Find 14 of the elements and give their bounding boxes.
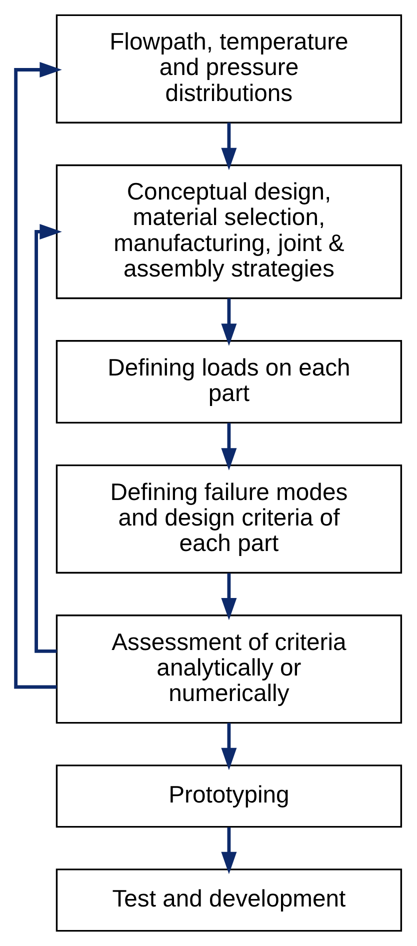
arrow — [221, 827, 237, 874]
node-box: Test and development — [56, 868, 402, 932]
arrow — [14, 62, 62, 689]
node-box: Assessment of criteria analytically or numerically — [56, 614, 402, 724]
node-box: Defining failure modes and design criteria of each part — [56, 464, 402, 574]
arrow — [221, 573, 237, 620]
arrow — [221, 122, 237, 170]
node-box: Defining loads on each part — [56, 340, 402, 424]
node-box: Flowpath, temperature and pressure distributions — [56, 14, 402, 124]
node-box: Conceptual design, material selection, manufacturing, joint & assembly strategies — [56, 164, 402, 300]
node-box: Prototyping — [56, 764, 402, 828]
arrow — [221, 422, 237, 470]
arrow — [221, 722, 237, 770]
arrow — [221, 298, 237, 346]
